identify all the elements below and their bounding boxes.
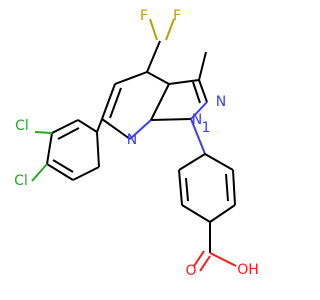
bond-core-1 — [146, 71, 170, 85]
bond-methyl — [198, 51, 207, 81]
bond-dcp-2-double — [57, 127, 80, 140]
bond-dcp-6 — [96, 131, 100, 168]
bond-core-6 — [150, 83, 170, 121]
bond-cl-bottom — [31, 163, 48, 182]
bond-dcp-1 — [77, 119, 98, 133]
bond-chf2-ring — [146, 40, 161, 73]
fluorine-right: F — [173, 8, 181, 24]
bond-cl-top — [34, 131, 53, 134]
bond-cf-left — [149, 18, 158, 41]
bond-core-9 — [190, 101, 208, 120]
nitrogen-pyrazole-top: N — [216, 94, 226, 110]
bond-carboxyl-o2 — [199, 255, 211, 272]
bond-dcp-4-double — [52, 159, 74, 173]
bond-core-8-double — [192, 81, 201, 104]
bond-cf-right — [165, 18, 175, 41]
molecule-diagram: F F Cl Cl N N N 1 O OH — [14, 8, 259, 279]
bond-aryl-link — [96, 118, 103, 133]
bond-core-4 — [101, 118, 131, 140]
bond-dcp-4 — [46, 163, 74, 181]
chlorine-bottom: Cl — [14, 173, 28, 189]
bond-ba-5 — [232, 169, 236, 206]
bond-core-7 — [168, 79, 200, 85]
bond-ba-6 — [204, 153, 234, 171]
bond-ba-3 — [181, 204, 211, 223]
molecule-structure: F F Cl Cl N N N 1 O OH — [14, 8, 259, 279]
fluorine-left: F — [140, 8, 148, 24]
bond-ba-2 — [178, 169, 183, 206]
bond-ba-5-double — [225, 173, 229, 202]
nitrogen-pyridine: N — [127, 132, 137, 148]
bond-ba-2-double — [185, 177, 189, 202]
bond-carboxyl-o1 — [193, 250, 205, 267]
bond-core-10 — [150, 118, 192, 121]
bond-ba-1 — [178, 153, 206, 171]
nitrogen-index-1: 1 — [202, 120, 211, 136]
bond-dcp-5 — [72, 166, 100, 181]
chlorine-top: Cl — [15, 118, 29, 134]
bond-core-5 — [129, 119, 152, 140]
bond-dcp-2 — [51, 119, 79, 134]
bond-core-8 — [198, 79, 208, 103]
bond-carboxyl-oh — [209, 252, 237, 267]
bond-dcp-3 — [46, 132, 53, 165]
nitrogen-substituted: N — [192, 112, 202, 128]
bond-core-2 — [114, 71, 148, 85]
oxygen-double: O — [185, 263, 196, 279]
bond-n-aryl — [190, 118, 206, 155]
bond-core-3 — [101, 83, 116, 120]
bond-ba-4 — [209, 204, 236, 223]
bond-core-3-double — [109, 87, 122, 119]
oxygen-hydroxyl: OH — [237, 262, 259, 278]
